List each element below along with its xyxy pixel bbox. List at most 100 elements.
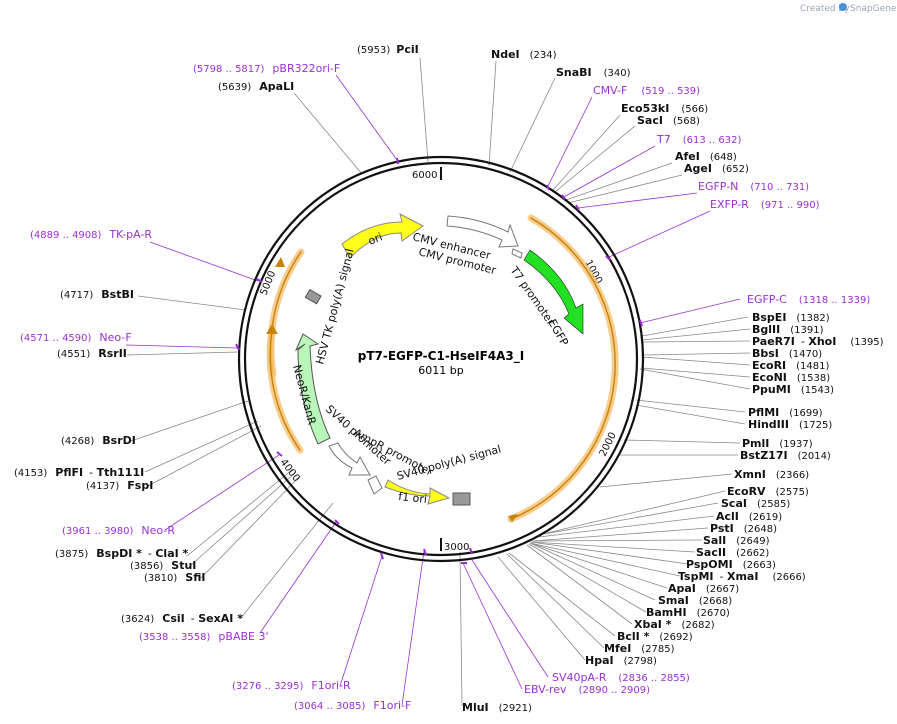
label-pos-bstbi: (4717): [60, 290, 93, 301]
leader-lines: [125, 57, 751, 707]
snapgene-logo-icon: [839, 3, 847, 11]
label-name-neor: Neo-R: [141, 524, 175, 537]
feature-label-ori: ori: [366, 230, 384, 247]
feature-label-f1-ori: f1 ori: [398, 490, 428, 506]
label-name-cmvf: CMV-F: [593, 84, 627, 97]
svg-text:EcoNI(1538): EcoNI(1538): [752, 371, 830, 384]
svg-text:EGFP-N(710 .. 731): EGFP-N(710 .. 731): [698, 180, 809, 193]
svg-text:SmaI(2668): SmaI(2668): [658, 594, 732, 607]
label-pos-fspi: (4137): [86, 481, 119, 492]
label-pos-eco53ki: (566): [681, 104, 708, 115]
label-pos-bglii: (1391): [790, 325, 823, 336]
svg-text:ScaI(2585): ScaI (2585): [721, 497, 790, 510]
label-name-ecori: EcoRI: [752, 359, 786, 372]
label-pos-exfpr: (971 .. 990): [761, 200, 820, 211]
label-name-stui: StuI: [171, 559, 196, 572]
label-pos-smai: (2668): [699, 596, 732, 607]
svg-text:(5639)ApaLI: (5639)ApaLI: [218, 80, 294, 93]
svg-text:(4889 .. 4908)TK-pA-R: (4889 .. 4908)TK-pA-R: [30, 228, 152, 241]
label-pos-bamhi: (2670): [697, 608, 730, 619]
label-name-hpai: HpaI: [585, 654, 614, 667]
svg-text:NdeI(234): NdeI(234): [491, 48, 557, 61]
label-name-t7: T7: [656, 133, 671, 146]
svg-text:(5798 .. 5817)pBR322ori-F: (5798 .. 5817)pBR322ori-F: [193, 62, 340, 75]
label-name-bstz17i: BstZ17I: [740, 449, 788, 462]
label-pos-cmvf: (519 .. 539): [641, 86, 700, 97]
svg-text:EXFP-R(971 .. 990): EXFP-R(971 .. 990): [710, 198, 820, 211]
label-name-scai: ScaI: [721, 497, 747, 510]
label-pos-pbabe: (3538 .. 3558): [139, 632, 211, 643]
svg-text:PaeR7I- XhoI(1395): PaeR7I- XhoI(1395): [752, 335, 884, 348]
svg-text:(5953)PciI: (5953) PciI: [357, 43, 419, 56]
f1-ori-feature: [384, 479, 451, 505]
svg-text:PspOMI(2663): PspOMI(2663): [686, 558, 776, 571]
brand-name: SnapGene: [850, 4, 897, 14]
label-name-pflfi: PflFI: [55, 466, 83, 479]
svg-text:XmnI(2366): XmnI(2366): [734, 468, 809, 481]
label-pos-sali: (2649): [736, 536, 769, 547]
neor-feature: [294, 333, 331, 445]
sv40-polya-feature: [452, 492, 471, 506]
svg-text:(4571 .. 4590)Neo-F: (4571 .. 4590)Neo-F: [20, 331, 132, 344]
label-pos-t7: (613 .. 632): [683, 135, 742, 146]
svg-text:(3875)BspDI *- ClaI *: (3875)BspDI *- ClaI *: [55, 547, 189, 560]
label-pos-bspei: (1382): [796, 313, 829, 324]
label-pos-stui: (3856): [130, 561, 163, 572]
label-name-econi: EcoNI: [752, 371, 787, 384]
label-pos-saci: (568): [673, 116, 700, 127]
label-pos-bstz17i: (2014): [798, 451, 831, 462]
label-pos-ebvrev: (2890 .. 2909): [579, 685, 651, 696]
svg-text:(3961 .. 3980)Neo-R: (3961 .. 3980)Neo-R: [62, 524, 175, 537]
egfp-feature: [523, 249, 584, 335]
svg-text:(4717)BstBI: (4717)BstBI: [60, 288, 134, 301]
label-pos-agei: (652): [722, 164, 749, 175]
hsv-tk-polya-feature: [304, 288, 322, 305]
label-name-pae: PaeR7I: [752, 335, 795, 348]
label-pos-scai: (2585): [757, 499, 790, 510]
label-name-pcii: PciI: [396, 43, 418, 56]
svg-text:PpuMI(1543): PpuMI(1543): [752, 383, 834, 396]
backbone-outer: [237, 155, 645, 563]
label-pos-csii: (3624): [121, 614, 154, 625]
label-pos-mlui: (2921): [499, 703, 532, 714]
svg-text:T7(613 .. 632): T7 (613 .. 632): [656, 133, 742, 146]
label-pos-bspdi: (3875): [55, 549, 88, 560]
label-pos-xbai: (2682): [681, 620, 714, 631]
label-pos-pcii: (5953): [357, 45, 390, 56]
label-name-eco53ki: Eco53kI: [621, 102, 669, 115]
label-pos-bsrdi: (4268): [61, 436, 94, 447]
label-name-neof: Neo-F: [99, 331, 131, 344]
label-name2-pflfi: Tth111I: [97, 466, 145, 479]
label-pos-egfpn: (710 .. 731): [750, 182, 809, 193]
label-pos-hpai: (2798): [624, 656, 657, 667]
label-name-ecorv: EcoRV: [727, 485, 766, 498]
svg-text:(3276 .. 3295)F1ori-R: (3276 .. 3295)F1ori-R: [232, 679, 351, 692]
label-name2-bspdi: ClaI *: [155, 547, 188, 560]
svg-text:Eco53kI(566): Eco53kI (566): [621, 102, 708, 115]
label-pos-bcli: (2692): [659, 632, 692, 643]
label-name-pbr322: pBR322ori-F: [272, 62, 340, 75]
label-pos-rsrii: (4551): [57, 349, 90, 360]
svg-text:SnaBI(340): SnaBI(340): [556, 66, 631, 79]
label-pos-acli: (2619): [749, 512, 782, 523]
label-name-fspi: FspI: [127, 479, 153, 492]
label-name-f1orif: F1ori-F: [373, 699, 411, 712]
label-pos-psti: (2648): [744, 524, 777, 535]
label-name-saci: SacI: [637, 114, 663, 127]
label-name-pbabe: pBABE 3': [218, 630, 268, 643]
svg-text:(4153)PflFI- Tth111I: (4153)PflFI- Tth111I: [14, 466, 144, 479]
svg-text:PflMI(1699): PflMI(1699): [748, 406, 823, 419]
brand-created-by: Created by: [800, 4, 850, 14]
label-name-sacii: SacII: [696, 546, 726, 559]
label-name-hindiii: HindIII: [748, 418, 789, 431]
label-name-xbai: XbaI *: [634, 618, 672, 631]
label-name2-tspmi: XmaI: [727, 570, 758, 583]
svg-text:(4137)FspI: (4137) FspI: [86, 479, 153, 492]
svg-text:(4268)BsrDI: (4268)BsrDI: [61, 434, 136, 447]
svg-text:HpaI(2798): HpaI (2798): [585, 654, 657, 667]
label-name2-csii: SexAI *: [198, 612, 243, 625]
svg-text:PmlI(1937): PmlI(1937): [742, 437, 813, 450]
feature-label-hsv-tk-polya: HSV TK poly(A) signal: [313, 247, 356, 365]
label-pos-ppumi: (1543): [801, 385, 834, 396]
